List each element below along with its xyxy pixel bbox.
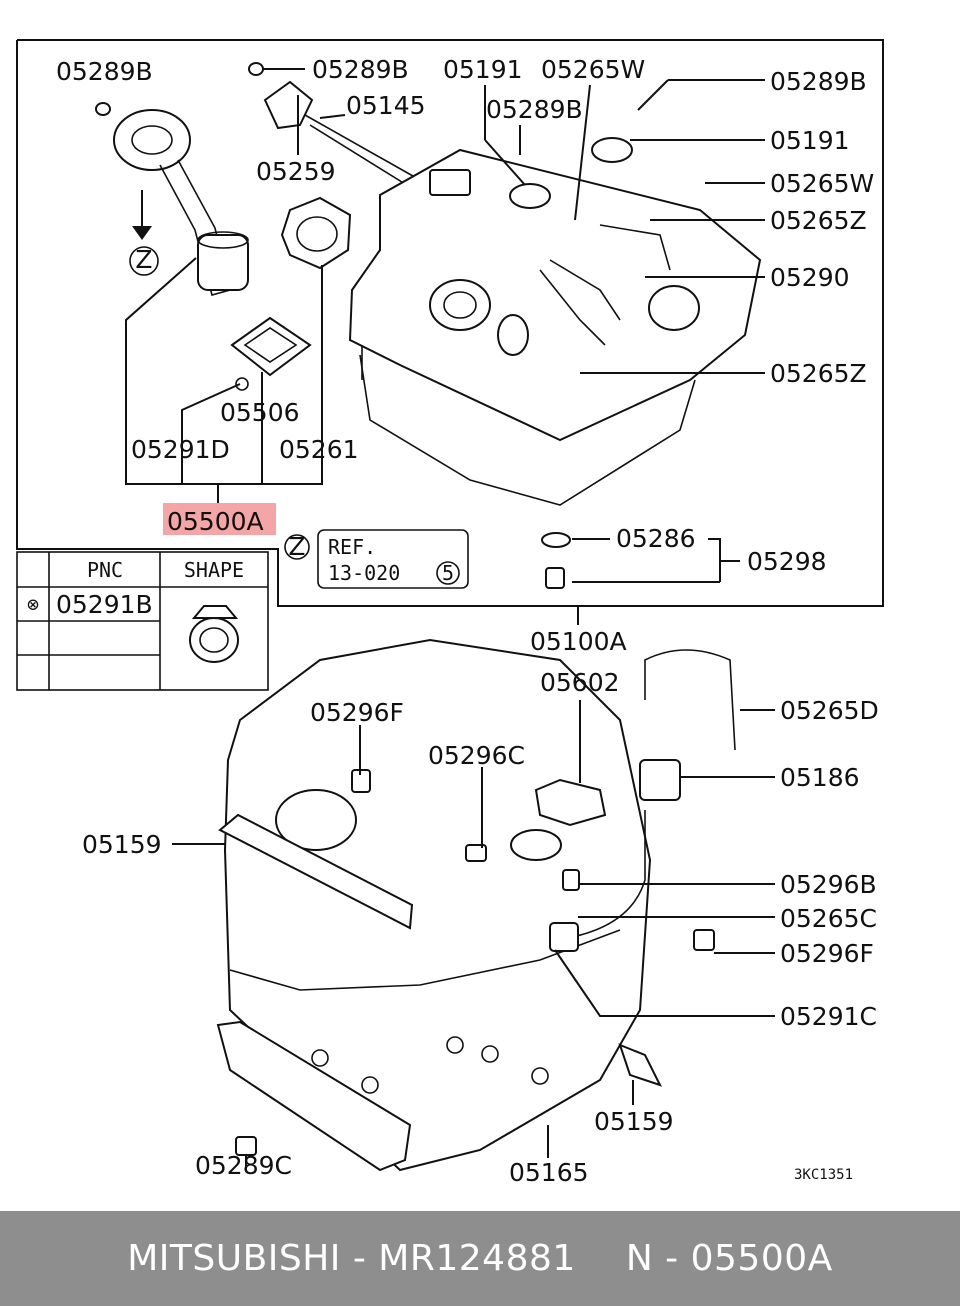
leader-lines [125,68,775,1170]
upper-frame [16,39,884,607]
part-label[interactable]: 05298 [747,547,827,576]
ref-line-1: REF. [328,535,376,559]
part-label[interactable]: 05191 [770,126,850,155]
fuel-tank-lower [216,638,736,1172]
z-marker-label: Z [135,245,152,274]
part-label[interactable]: 05265W [541,55,645,84]
part-label[interactable]: 05296F [780,939,874,968]
table-row-pnc[interactable]: 05291B [56,590,153,619]
part-label[interactable]: 05289B [56,57,153,86]
drain-plug [541,532,571,589]
part-label[interactable]: 05145 [346,91,426,120]
table-row-symbol: ⊗ [27,592,39,616]
part-label[interactable]: 05259 [256,157,336,186]
part-label[interactable]: 05265Z [770,206,867,235]
part-label[interactable]: 05265W [770,169,874,198]
table-header-shape: SHAPE [184,558,244,582]
part-label[interactable]: 05165 [509,1158,589,1187]
sender-and-gasket [230,80,421,391]
part-label[interactable]: 05265C [780,904,877,933]
clamp-shape-icon [189,605,239,663]
part-label[interactable]: 05191 [443,55,523,84]
highlight-box [163,503,276,535]
footer-bar: MITSUBISHI - MR124881 N - 05500A [0,1211,960,1306]
shape-table: PNC SHAPE ⊗ 05291B [16,551,269,691]
part-label[interactable]: 05159 [594,1107,674,1136]
part-label[interactable]: 05100A [530,627,627,656]
part-label[interactable]: 05296B [780,870,877,899]
part-label[interactable]: 05286 [616,524,696,553]
fuel-pump-assembly [95,62,264,296]
part-label[interactable]: 05265Z [770,359,867,388]
part-label[interactable]: 05602 [540,668,620,697]
part-label[interactable]: 05290 [770,263,850,292]
part-label[interactable]: 05265D [780,696,879,725]
parts-diagram: Z REF. 13-020 5 Z 05289B 05289B 05191 05… [16,39,884,1187]
part-label[interactable]: 05186 [780,763,860,792]
part-label[interactable]: 05289C [195,1151,292,1180]
part-label[interactable]: 05289B [486,95,583,124]
ref-page-circle [436,561,460,585]
part-label[interactable]: 05296C [428,741,525,770]
ref-z-marker [284,534,310,560]
ref-z-text: Z [288,532,305,561]
part-label[interactable]: 05289B [312,55,409,84]
part-label[interactable]: 05296F [310,698,404,727]
ref-line-2: 13-020 [328,561,400,585]
part-label[interactable]: 05291C [780,1002,877,1031]
ref-box [317,529,469,589]
footer-part-info: MITSUBISHI - MR124881 [127,1238,576,1279]
ref-page-number: 5 [442,561,454,585]
selected-part-label[interactable]: 05500A [167,507,264,536]
part-label[interactable]: 05291D [131,435,230,464]
part-label[interactable]: 05289B [770,67,867,96]
part-label[interactable]: 05159 [82,830,162,859]
table-header-pnc: PNC [87,558,123,582]
part-label[interactable]: 05506 [220,398,300,427]
footer-pnc-info: N - 05500A [625,1238,833,1279]
part-label[interactable]: 05261 [279,435,359,464]
diagram-code: 3KC1351 [794,1167,853,1183]
fuel-tank-upper [348,137,762,506]
